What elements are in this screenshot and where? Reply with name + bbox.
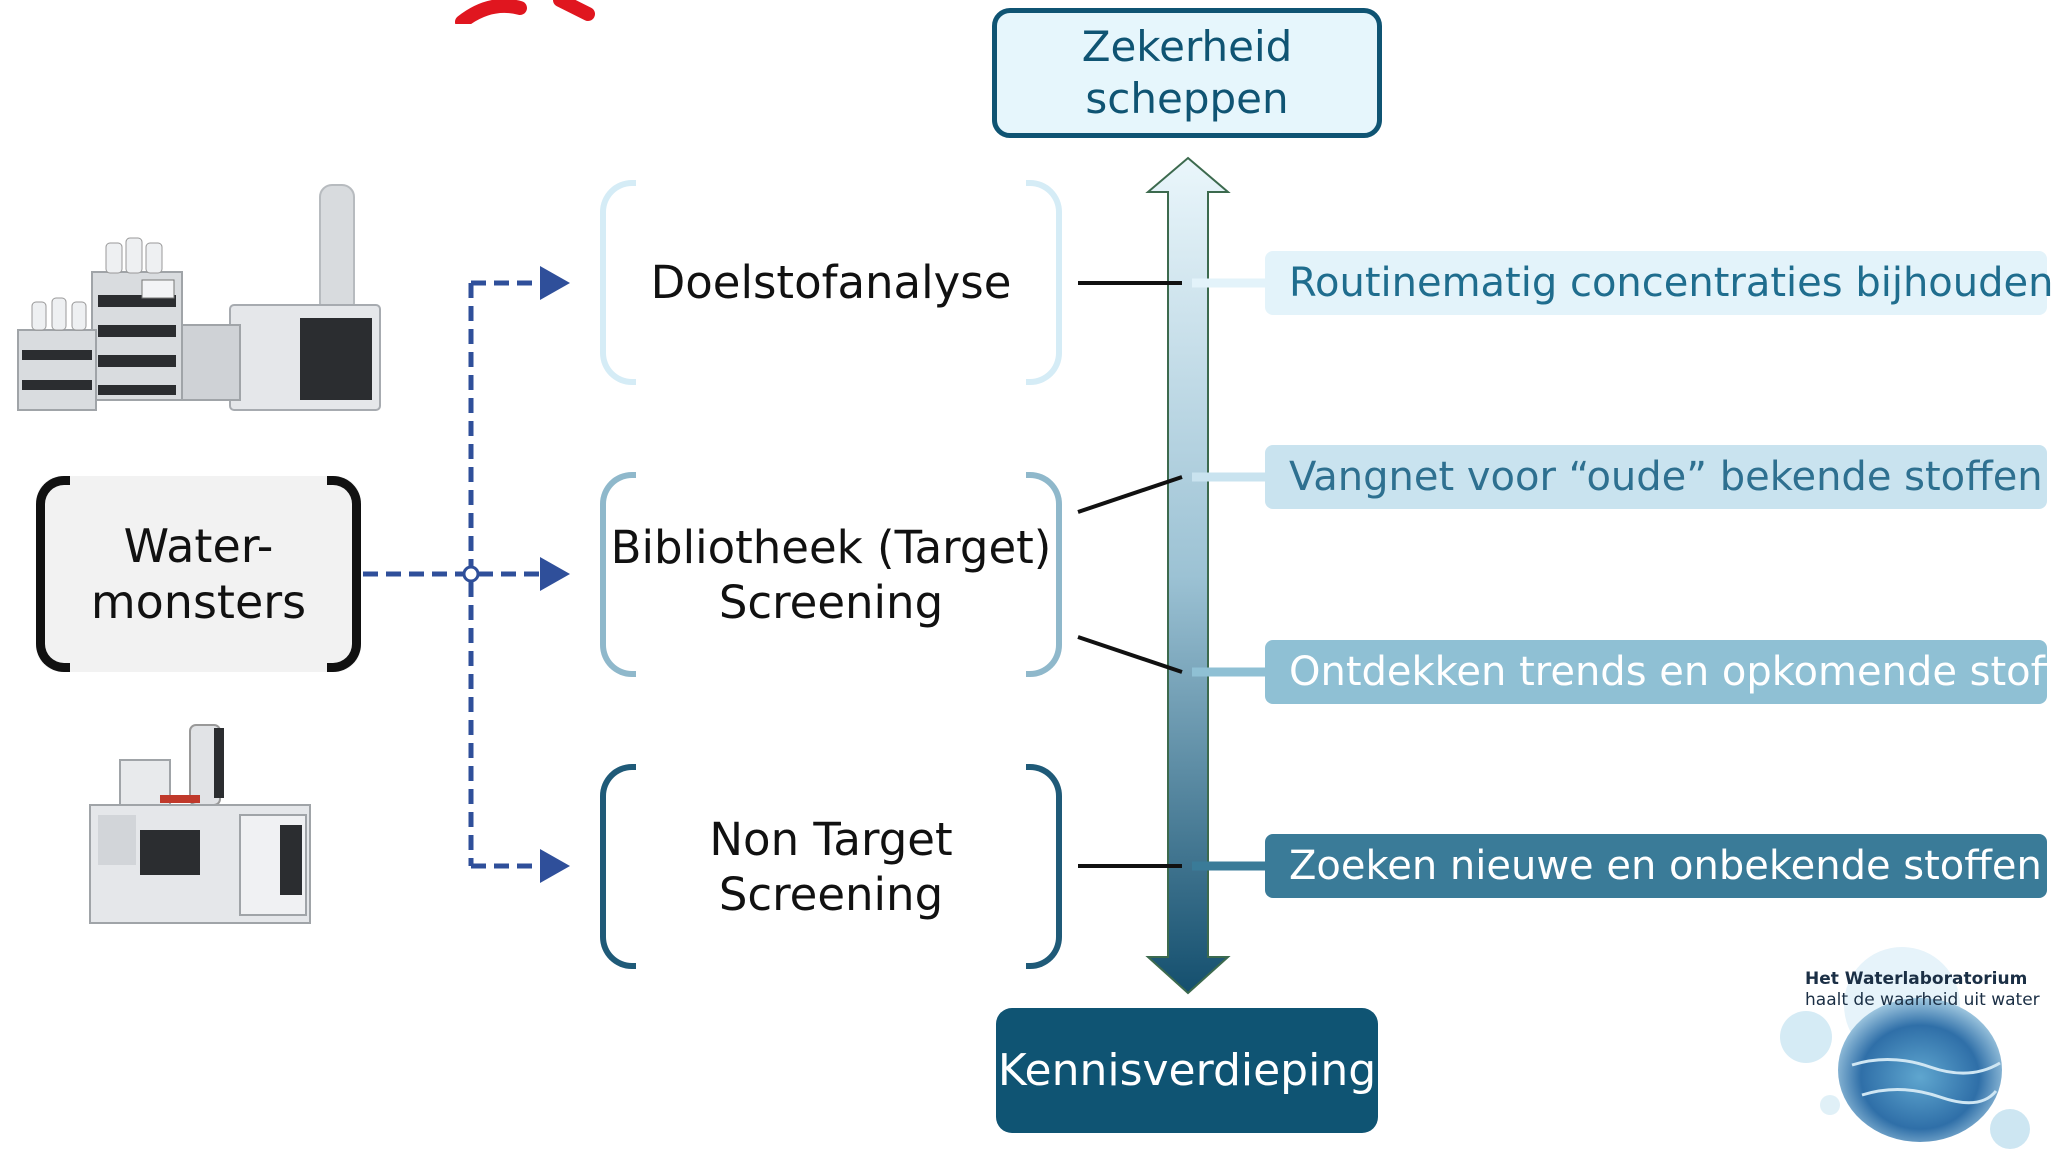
goal-label: Ontdekken trends en opkomende stoffen [1289,649,2054,695]
waterlaboratorium-logo: Het Waterlaboratorium haalt de waarheid … [1770,945,2040,1153]
method-doelstofanalyse: Doelstofanalyse [600,180,1062,385]
right-bracket [1026,472,1062,677]
lc-ms-instrument-image [17,184,381,411]
method-non-target-screening: Non Target Screening [600,764,1062,969]
right-bracket [1026,764,1062,969]
water-samples-node: Water- monsters [36,476,361,672]
left-bracket [600,180,636,385]
axis-top-line2: scheppen [1085,74,1289,123]
right-bracket [1026,180,1062,385]
method-label-line2: Screening [718,575,944,629]
goal-routine-monitoring: Routinematig concentraties bijhouden [1265,251,2053,315]
goal-trends: Ontdekken trends en opkomende stoffen [1265,640,2054,704]
method-label-line1: Non Target [709,812,953,866]
method-bibliotheek-screening: Bibliotheek (Target) Screening [600,472,1062,677]
method-label-line1: Doelstofanalyse [650,256,1012,309]
axis-bottom-label-box: Kennisverdieping [996,1008,1378,1133]
axis-bottom-label: Kennisverdieping [997,1045,1377,1096]
goal-label: Zoeken nieuwe en onbekende stoffen [1289,843,2042,889]
arrowhead-doelstof [540,266,570,300]
junction-dot [462,565,480,583]
gc-ms-instrument-image [89,724,311,924]
method-label-line1: Bibliotheek (Target) [610,520,1052,574]
double-arrow [1145,156,1231,995]
method-label-line2: Screening [718,867,944,921]
logo-name: Het Waterlaboratorium [1805,969,2028,989]
goal-label: Routinematig concentraties bijhouden [1289,260,2054,306]
axis-ticks [1077,281,1183,868]
left-bracket [600,764,636,969]
right-bracket [327,476,361,672]
axis-top-label-box: Zekerheid scheppen [992,8,1382,138]
logo-tagline: haalt de waarheid uit water [1805,990,2040,1010]
goal-new-substances: Zoeken nieuwe en onbekende stoffen [1265,834,2047,898]
left-bracket [36,476,70,672]
goal-connectors [1192,278,1268,871]
arrowhead-bibliotheek [540,557,570,591]
goal-safety-net: Vangnet voor “oude” bekende stoffen [1265,445,2047,509]
goal-label: Vangnet voor “oude” bekende stoffen [1289,454,2043,500]
left-bracket [600,472,636,677]
cropped-title-fragment [455,0,595,24]
samples-label-line2: monsters [90,575,307,629]
dashed-distribution-lines [363,280,540,869]
samples-label-line1: Water- [123,519,274,573]
axis-top-line1: Zekerheid [1081,22,1293,71]
arrowhead-non-target [540,849,570,883]
water-splash-logo [1780,947,2030,1149]
